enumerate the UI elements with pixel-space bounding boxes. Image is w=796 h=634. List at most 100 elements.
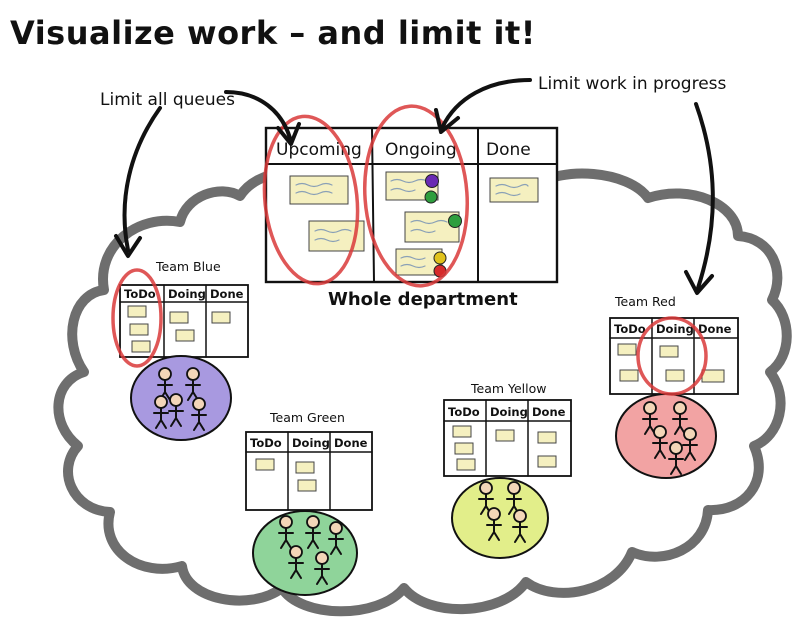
person-body-icon xyxy=(191,409,207,431)
person-body-icon xyxy=(157,379,173,401)
red-note xyxy=(619,369,639,382)
person-icon xyxy=(643,401,657,415)
person-body-icon xyxy=(672,413,688,435)
yellow-note xyxy=(537,455,557,468)
red-note xyxy=(617,343,637,356)
person-icon xyxy=(154,395,168,409)
person-body-icon xyxy=(278,527,294,549)
person-icon xyxy=(487,507,501,521)
highlight-upcoming-queue xyxy=(262,114,360,286)
yellow-note xyxy=(537,431,557,444)
dept-col-done: Done xyxy=(486,140,531,160)
team-yellow-blob xyxy=(451,477,549,559)
token-yellow xyxy=(433,251,447,265)
person-icon xyxy=(653,425,667,439)
red-col-done: Done xyxy=(698,322,732,336)
team-blue: Team Blue ToDo Doing Done xyxy=(119,259,249,441)
blue-note xyxy=(169,311,189,324)
person-icon xyxy=(513,509,527,523)
dept-note-done-1 xyxy=(489,177,539,203)
team-yellow-people xyxy=(478,481,528,543)
person-body-icon xyxy=(314,563,330,585)
blue-note xyxy=(211,311,231,324)
green-col-doing: Doing xyxy=(292,436,330,450)
person-body-icon xyxy=(478,493,494,515)
person-icon xyxy=(507,481,521,495)
green-note xyxy=(297,479,317,492)
dept-col-ongoing: Ongoing xyxy=(385,140,457,160)
person-body-icon xyxy=(328,533,344,555)
department-board: Upcoming Ongoing Done xyxy=(264,126,559,310)
person-body-icon xyxy=(682,439,698,461)
callout-limit-queues: Limit all queues xyxy=(100,90,235,110)
blue-col-todo: ToDo xyxy=(124,287,156,301)
person-icon xyxy=(279,515,293,529)
red-note xyxy=(701,369,725,383)
department-label: Whole department xyxy=(328,289,518,310)
organization-cloud xyxy=(53,159,792,617)
person-icon xyxy=(186,367,200,381)
team-red-blob xyxy=(615,393,717,479)
person-body-icon xyxy=(305,527,321,549)
red-note xyxy=(665,369,685,382)
yellow-col-todo: ToDo xyxy=(448,405,480,419)
dept-note-ongoing-3 xyxy=(395,248,443,276)
blue-note xyxy=(175,329,195,342)
token-green-1 xyxy=(424,190,438,204)
team-red-name: Team Red xyxy=(614,294,676,309)
green-note xyxy=(255,458,275,471)
arrow-to-ongoing-icon xyxy=(434,78,532,134)
person-icon xyxy=(192,397,206,411)
person-body-icon xyxy=(288,557,304,579)
green-col-done: Done xyxy=(334,436,368,450)
person-icon xyxy=(289,545,303,559)
red-col-doing: Doing xyxy=(656,322,694,336)
team-green-people xyxy=(278,515,344,585)
person-body-icon xyxy=(185,379,201,401)
person-icon xyxy=(669,441,683,455)
dept-note-upcoming-1 xyxy=(289,175,349,205)
blue-note xyxy=(131,340,151,353)
token-green-2 xyxy=(448,214,462,228)
blue-note xyxy=(129,323,149,336)
person-icon xyxy=(329,521,343,535)
callout-limit-wip: Limit work in progress xyxy=(538,74,727,94)
green-col-todo: ToDo xyxy=(250,436,282,450)
yellow-note xyxy=(495,429,515,442)
yellow-note xyxy=(456,458,476,471)
person-icon xyxy=(683,427,697,441)
token-purple xyxy=(425,174,439,188)
yellow-col-doing: Doing xyxy=(490,405,528,419)
person-body-icon xyxy=(652,437,668,459)
yellow-col-done: Done xyxy=(532,405,566,419)
page-title: Visualize work – and limit it! xyxy=(10,14,536,52)
team-red: Team Red ToDo Doing Done xyxy=(609,294,739,479)
red-note xyxy=(659,345,679,358)
team-blue-people xyxy=(153,367,207,431)
blue-note xyxy=(127,305,147,318)
arrow-to-red-doing-icon xyxy=(684,102,715,295)
green-note xyxy=(295,461,315,474)
highlight-ongoing-wip xyxy=(362,104,470,288)
person-body-icon xyxy=(153,407,169,429)
person-icon xyxy=(315,551,329,565)
team-blue-name: Team Blue xyxy=(155,259,221,274)
highlight-blue-todo xyxy=(111,268,163,368)
yellow-note xyxy=(454,442,474,455)
dept-note-upcoming-2 xyxy=(308,220,365,252)
red-col-todo: ToDo xyxy=(614,322,646,336)
person-icon xyxy=(479,481,493,495)
person-icon xyxy=(158,367,172,381)
arrow-to-blue-todo-icon xyxy=(114,106,162,258)
person-body-icon xyxy=(168,405,184,427)
team-yellow: Team Yellow ToDo Doing Done xyxy=(443,381,572,559)
team-green: Team Green ToDo Doing Done xyxy=(245,410,373,596)
blue-col-done: Done xyxy=(210,287,244,301)
team-red-people xyxy=(642,401,698,475)
person-icon xyxy=(169,393,183,407)
person-icon xyxy=(306,515,320,529)
person-body-icon xyxy=(668,453,684,475)
blue-col-doing: Doing xyxy=(168,287,206,301)
person-body-icon xyxy=(512,521,528,543)
